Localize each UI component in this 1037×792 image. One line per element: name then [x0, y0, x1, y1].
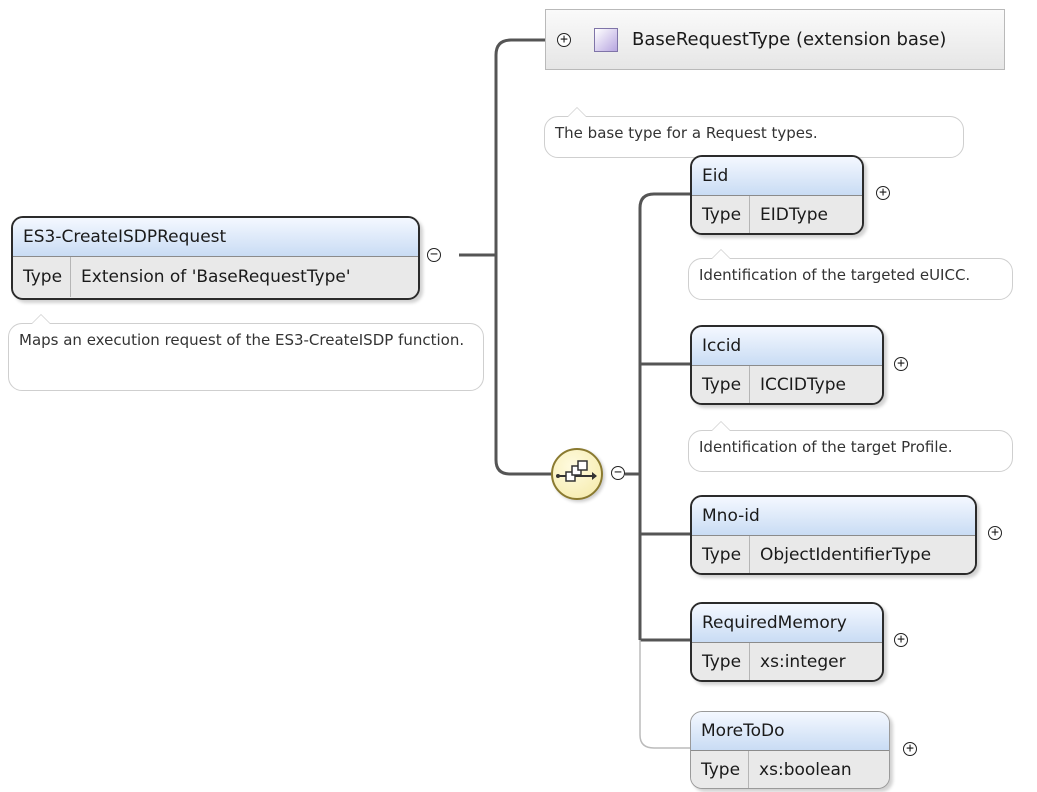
base-expand-icon[interactable]: +	[557, 33, 571, 47]
connector-moretodo	[639, 640, 691, 749]
root-annotation: Maps an execution request of the ES3-Cre…	[8, 314, 484, 391]
complex-type-square-icon	[594, 27, 618, 52]
connector-children-trunk	[638, 192, 691, 209]
annotation-tail	[567, 107, 587, 117]
annotation-tail	[31, 314, 51, 324]
element-eid[interactable]: Eid Type EIDType	[690, 155, 864, 235]
element-name: Mno-id	[692, 497, 975, 536]
element-moretodo[interactable]: MoreToDo Type xs:boolean	[690, 711, 890, 789]
sequence-glyph	[556, 460, 597, 482]
element-type-key: Type	[692, 536, 751, 573]
element-type-value: xs:integer	[760, 652, 846, 672]
element-requiredmemory[interactable]: RequiredMemory Type xs:integer	[690, 602, 884, 682]
element-type-value: xs:boolean	[759, 760, 852, 780]
root-type-key: Type	[13, 257, 72, 297]
sequence-collapse-icon[interactable]: −	[611, 466, 625, 480]
element-name: Eid	[692, 157, 862, 196]
element-name: RequiredMemory	[692, 604, 882, 643]
iccid-expand-icon[interactable]: +	[894, 357, 908, 371]
eid-expand-icon[interactable]: +	[876, 186, 890, 200]
mno-id-expand-icon[interactable]: +	[988, 526, 1002, 540]
element-type-value: ObjectIdentifierType	[760, 545, 932, 565]
element-name: Iccid	[692, 327, 882, 366]
connector-to-sequence	[494, 255, 553, 476]
element-type-key: Type	[692, 196, 751, 233]
annotation-tail	[711, 249, 731, 259]
root-type-value: Extension of 'BaseRequestType'	[81, 267, 351, 287]
eid-annotation: Identification of the targeted eUICC.	[688, 249, 1013, 300]
requiredmemory-expand-icon[interactable]: +	[894, 633, 908, 647]
annotation-tail	[711, 421, 731, 431]
element-mno-id[interactable]: Mno-id Type ObjectIdentifierType	[690, 495, 977, 575]
element-iccid[interactable]: Iccid Type ICCIDType	[690, 325, 884, 405]
sequence-compositor-icon[interactable]	[551, 448, 603, 500]
base-annotation: The base type for a Request types.	[544, 107, 964, 158]
root-element-box[interactable]: ES3-CreateISDPRequest Type Extension of …	[11, 216, 420, 300]
element-type-key: Type	[692, 643, 751, 680]
base-type-box[interactable]: BaseRequestType (extension base)	[545, 9, 1005, 70]
moretodo-expand-icon[interactable]: +	[903, 742, 917, 756]
connector-trunk	[494, 38, 556, 255]
base-type-label: BaseRequestType (extension base)	[632, 29, 947, 50]
element-type-value: EIDType	[760, 205, 828, 225]
element-type-value: ICCIDType	[760, 375, 846, 395]
root-element-name: ES3-CreateISDPRequest	[13, 218, 418, 257]
element-type-key: Type	[691, 751, 750, 788]
iccid-annotation: Identification of the target Profile.	[688, 421, 1013, 472]
root-collapse-icon[interactable]: −	[427, 248, 441, 262]
element-type-key: Type	[692, 366, 751, 403]
element-name: MoreToDo	[691, 712, 889, 751]
